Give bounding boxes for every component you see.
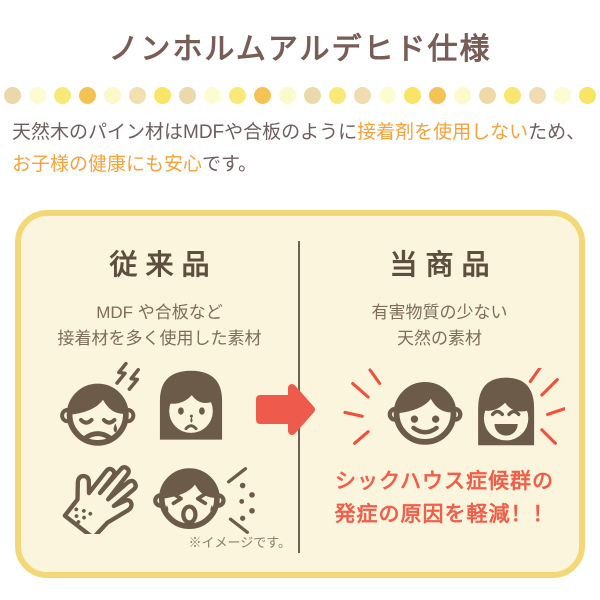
dot <box>329 86 346 104</box>
dot <box>154 86 171 104</box>
highlight-line1: シックハウス症候群の <box>335 470 554 493</box>
right-column-heading: 当商品 <box>389 249 498 280</box>
dot <box>479 86 496 104</box>
dot <box>529 86 546 104</box>
dot <box>354 86 371 104</box>
right-desc-line1: 有害物質の少ない <box>371 303 508 322</box>
dot <box>79 86 96 104</box>
dot <box>179 86 196 104</box>
dot <box>254 86 271 104</box>
dot <box>204 86 221 104</box>
rash-hand-icon <box>62 465 138 534</box>
dot <box>454 86 471 104</box>
dot <box>104 86 121 104</box>
dot <box>404 86 421 104</box>
dot <box>379 86 396 104</box>
image-note: ※イメージです。 <box>188 535 291 550</box>
intro-segment-accent: 接着剤を使用しない <box>357 122 529 143</box>
headache-boy-icon <box>60 361 140 446</box>
intro-segment: です。 <box>202 154 258 176</box>
dot <box>429 86 446 104</box>
left-column-heading: 従来品 <box>109 249 218 280</box>
dot <box>54 86 71 104</box>
happy-boy-icon <box>387 382 463 445</box>
left-column-description: MDF や合板など接着材を多く使用した素材 <box>21 300 298 353</box>
sad-girl-icon <box>159 370 223 440</box>
page-title: ノンホルムアルデヒド仕様 <box>108 33 492 66</box>
intro-text: 天然木のパイン材はMDFや合板のように接着剤を使用しないため、お子様の健康にも安… <box>12 117 594 182</box>
dot <box>504 86 521 104</box>
intro-segment: ため、 <box>528 122 586 143</box>
dots-row <box>0 86 600 104</box>
right-desc-line2: 天然の素材 <box>397 329 482 349</box>
dot <box>129 86 146 104</box>
left-desc-line1: MDF や合板など <box>96 303 223 322</box>
comparison-box: 従来品 当商品 MDF や合板など接着材を多く使用した素材 有害物質の少ない天然… <box>15 210 585 578</box>
joy-rays-left <box>343 368 382 445</box>
left-desc-line2: 接着材を多く使用した素材 <box>57 329 262 349</box>
dot <box>579 86 596 104</box>
dot <box>304 86 321 104</box>
intro-segment: 天然木のパイン材はMDFや合板のように <box>12 122 358 143</box>
dot <box>229 86 246 104</box>
dot <box>279 86 296 104</box>
dot <box>4 86 21 104</box>
highlight-text: シックハウス症候群の発症の原因を軽減！！ <box>308 466 581 531</box>
happy-children-icons <box>343 368 565 446</box>
happy-girl-icon <box>478 377 535 446</box>
highlight-line2: 発症の原因を軽減！！ <box>334 502 555 526</box>
joy-rays-right <box>528 368 565 445</box>
sneezing-boy-icon <box>153 467 255 534</box>
right-arrow-icon <box>256 384 315 435</box>
dot <box>29 86 46 104</box>
right-column-description: 有害物質の少ない天然の素材 <box>300 300 579 353</box>
intro-segment-accent: お子様の健康にも安心 <box>12 154 203 176</box>
dot <box>554 86 571 104</box>
